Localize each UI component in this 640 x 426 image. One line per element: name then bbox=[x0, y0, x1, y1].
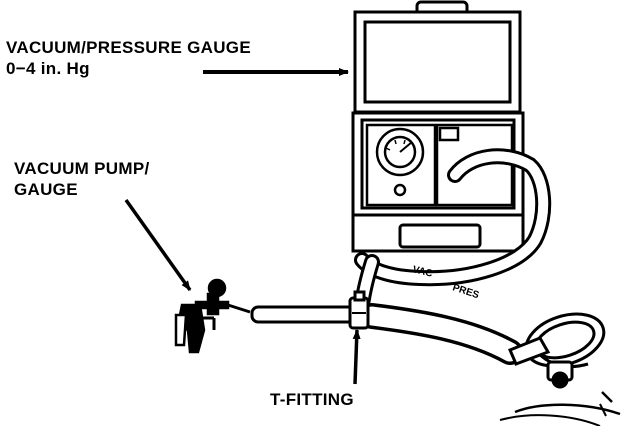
case-lid bbox=[353, 0, 522, 114]
tube-pump-to-tee bbox=[250, 305, 356, 324]
t-fitting-icon bbox=[348, 290, 370, 330]
label-gauge-line2: 0−4 in. Hg bbox=[6, 59, 90, 78]
label-vacuum-pressure-gauge: VACUUM/PRESSURE GAUGE 0−4 in. Hg bbox=[6, 37, 251, 79]
label-pump-line2: GAUGE bbox=[14, 180, 78, 199]
hose-tag-vac: VAC bbox=[411, 264, 433, 280]
vacuum-pump-icon bbox=[174, 278, 251, 354]
label-pump-line1: VACUUM PUMP/ bbox=[14, 159, 150, 178]
gauge-dial-icon bbox=[365, 123, 514, 207]
label-vacuum-pump-gauge: VACUUM PUMP/ GAUGE bbox=[14, 158, 150, 200]
label-t-fitting: T-FITTING bbox=[270, 390, 354, 409]
arrow-pump bbox=[124, 198, 192, 292]
label-gauge-line1: VACUUM/PRESSURE GAUGE bbox=[6, 38, 251, 57]
arrow-tee bbox=[352, 329, 361, 385]
diaphragm-actuator-icon bbox=[499, 312, 621, 426]
hose-tag-pres: PRES bbox=[451, 282, 481, 301]
